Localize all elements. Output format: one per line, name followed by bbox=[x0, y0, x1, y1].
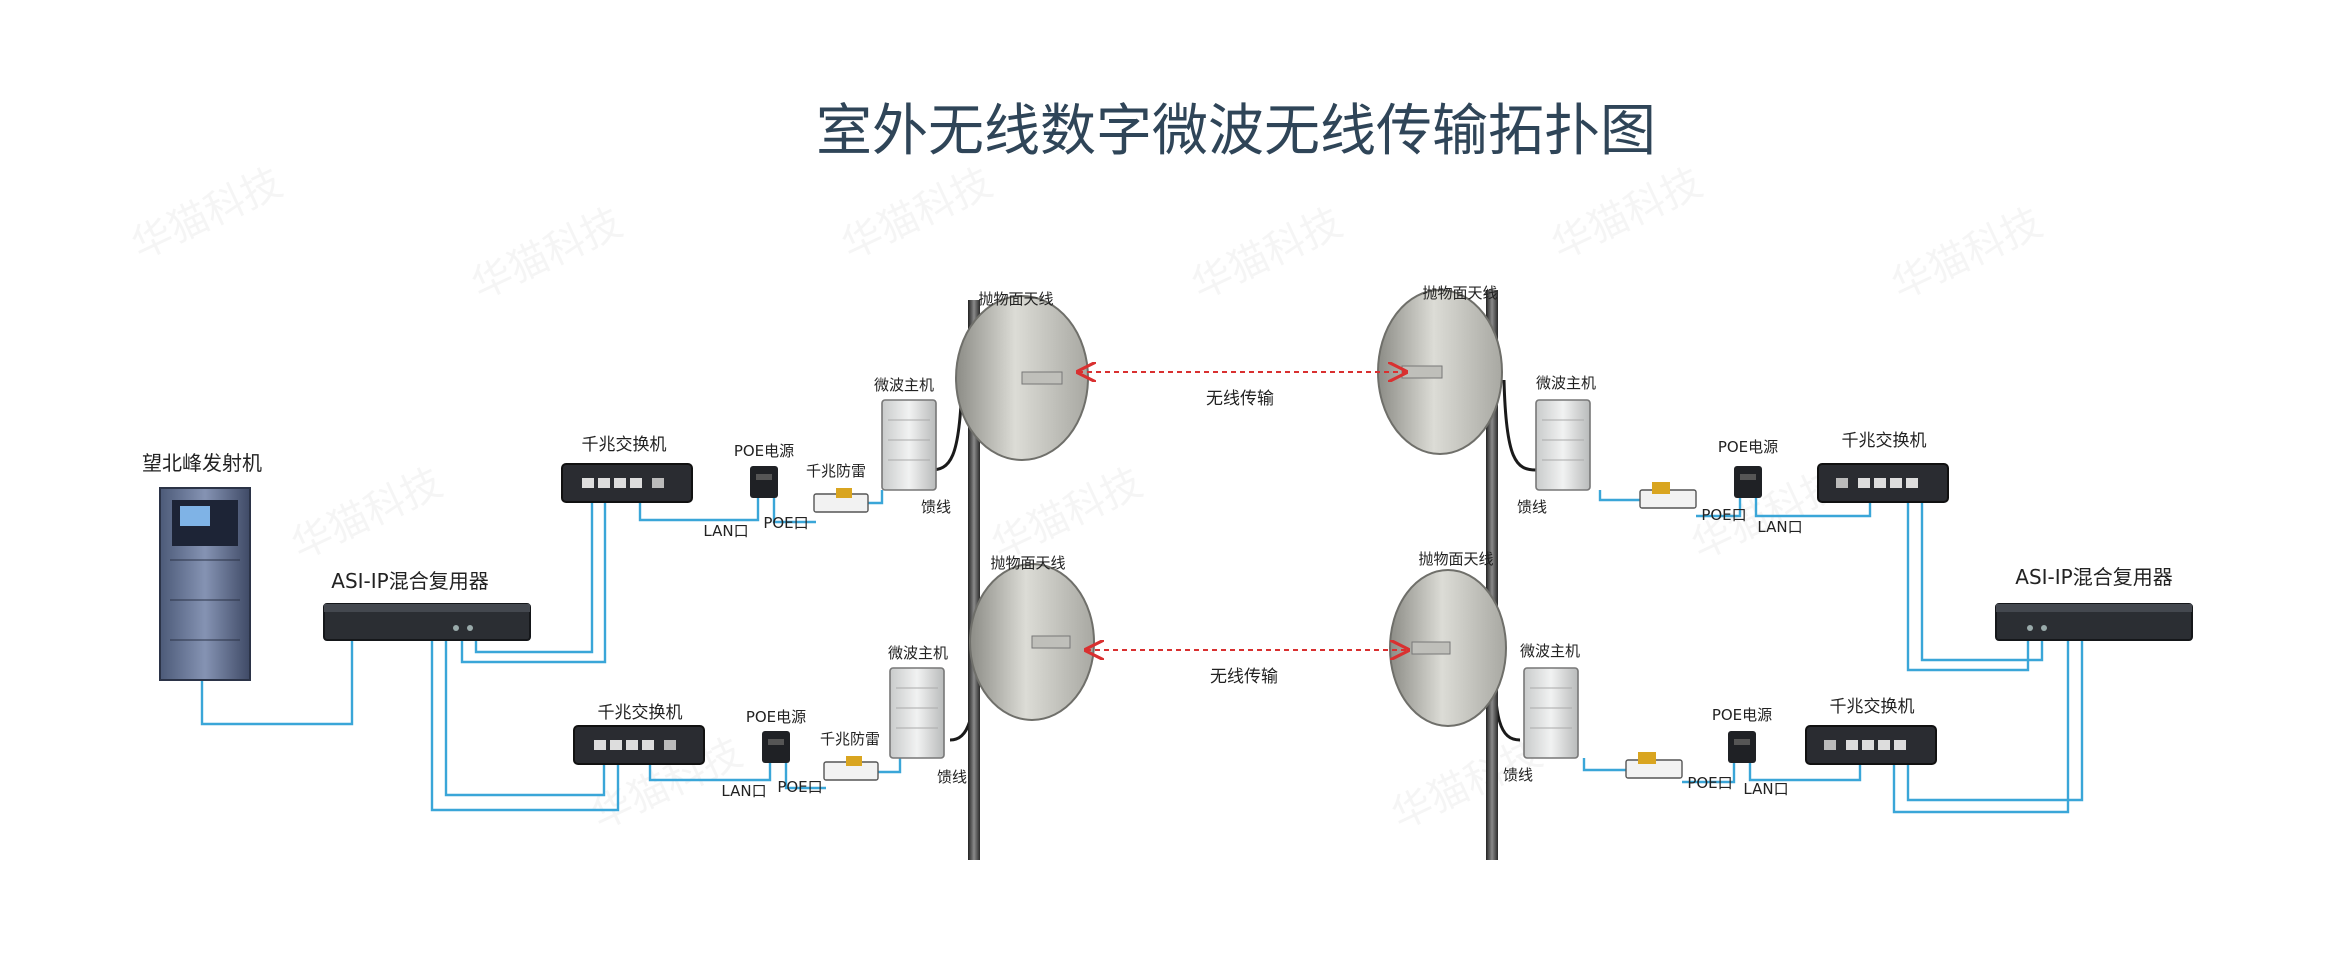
mux-right-label: ASI-IP混合复用器 bbox=[2015, 565, 2172, 589]
lan-port-br-label: LAN口 bbox=[1743, 780, 1788, 798]
poe-power-bl bbox=[762, 731, 790, 763]
poe-port-bl-label: POE口 bbox=[777, 778, 822, 796]
display-screen bbox=[180, 506, 210, 526]
poe-port-tr-label: POE口 bbox=[1701, 506, 1746, 524]
watermark-layer: 华猫科技 华猫科技 华猫科技 华猫科技 华猫科技 华猫科技 华猫科技 华猫科技 … bbox=[125, 160, 2049, 839]
cable-mux-switch-bottom bbox=[430, 640, 620, 812]
cable-mux-switch-top-r bbox=[1906, 502, 2030, 672]
switch-top-left-label: 千兆交换机 bbox=[582, 435, 667, 455]
cable-switch-poe-tr bbox=[1754, 498, 1872, 518]
mux-left-device bbox=[323, 603, 531, 641]
cable-mux-switch-top-2 bbox=[474, 502, 594, 654]
poe-power-tr-label: POE电源 bbox=[1718, 438, 1778, 456]
watermark-text: 华猫科技 bbox=[1885, 200, 2049, 309]
feeder-tl-label: 馈线 bbox=[921, 498, 951, 516]
dish-top-right-label: 抛物面天线 bbox=[1422, 284, 1497, 302]
switch-top-right bbox=[1817, 463, 1949, 503]
transmitter-cabinet bbox=[159, 487, 251, 681]
microwave-host-tl-label: 微波主机 bbox=[874, 376, 934, 394]
watermark-text: 华猫科技 bbox=[835, 160, 999, 269]
poe-port-br-label: POE口 bbox=[1687, 774, 1732, 792]
switch-top-right-label: 千兆交换机 bbox=[1842, 431, 1927, 451]
cable-mux-switch-bottom-r2 bbox=[1906, 640, 2084, 802]
surge-bl-label: 千兆防雷 bbox=[820, 730, 880, 748]
cable-surge-host-br bbox=[1582, 758, 1626, 772]
microwave-host-br bbox=[1523, 667, 1579, 759]
poe-power-tr bbox=[1734, 466, 1762, 498]
poe-power-tl-label: POE电源 bbox=[734, 442, 794, 460]
cable-switch-poe-br bbox=[1748, 763, 1862, 782]
switch-bottom-left bbox=[573, 725, 705, 765]
switch-bottom-right bbox=[1805, 725, 1937, 765]
cable-poe-surge-tr bbox=[1696, 498, 1742, 518]
cable-poe-surge-bl bbox=[784, 763, 826, 790]
dish-bottom-right bbox=[1389, 569, 1507, 727]
transmitter-label: 望北峰发射机 bbox=[142, 451, 262, 475]
surge-protector-tr bbox=[1639, 482, 1697, 509]
switch-top-left bbox=[561, 463, 693, 503]
feeder-cable-tr bbox=[1502, 379, 1537, 472]
cable-poe-surge-br bbox=[1682, 763, 1736, 784]
poe-port-tl-label: POE口 bbox=[763, 514, 808, 532]
lan-port-tl-label: LAN口 bbox=[703, 522, 748, 540]
dish-bottom-left-label: 抛物面天线 bbox=[990, 554, 1065, 572]
mux-right-device bbox=[1995, 603, 2193, 641]
watermark-text: 华猫科技 bbox=[1185, 200, 1349, 309]
wireless-top-label: 无线传输 bbox=[1206, 389, 1274, 409]
pole-right bbox=[1486, 290, 1498, 860]
lan-port-bl-label: LAN口 bbox=[721, 782, 766, 800]
dish-top-left bbox=[955, 295, 1089, 461]
cable-poe-surge-tl bbox=[772, 498, 816, 524]
microwave-host-br-label: 微波主机 bbox=[1520, 642, 1580, 660]
watermark-text: 华猫科技 bbox=[985, 460, 1149, 569]
surge-protector-br bbox=[1625, 752, 1683, 779]
dish-bottom-left bbox=[969, 563, 1095, 721]
watermark-text: 华猫科技 bbox=[125, 160, 289, 269]
pole-left bbox=[968, 300, 980, 860]
surge-tl-label: 千兆防雷 bbox=[806, 462, 866, 480]
microwave-host-bl bbox=[889, 667, 945, 759]
microwave-host-tr-label: 微波主机 bbox=[1536, 374, 1596, 392]
dish-top-left-label: 抛物面天线 bbox=[978, 290, 1053, 308]
surge-protector-bl bbox=[823, 756, 879, 781]
cable-switch-poe-bl bbox=[648, 763, 772, 782]
cable-surge-host-tl bbox=[868, 490, 884, 505]
microwave-host-tr bbox=[1535, 399, 1591, 491]
switch-bottom-right-label: 千兆交换机 bbox=[1830, 697, 1915, 717]
cable-mux-switch-bottom-r bbox=[1892, 640, 2070, 814]
microwave-host-tl bbox=[881, 399, 937, 491]
poe-power-br bbox=[1728, 731, 1756, 763]
cable-mux-switch-top-r2 bbox=[1920, 502, 2044, 662]
switch-bottom-left-label: 千兆交换机 bbox=[598, 703, 683, 723]
dish-bottom-right-label: 抛物面天线 bbox=[1418, 550, 1493, 568]
cable-mux-switch-top bbox=[460, 502, 607, 664]
poe-power-tl bbox=[750, 466, 778, 498]
cable-surge-host-tr bbox=[1598, 490, 1640, 502]
wireless-bottom-label: 无线传输 bbox=[1210, 667, 1278, 687]
watermark-text: 华猫科技 bbox=[285, 460, 449, 569]
surge-protector-tl bbox=[813, 488, 869, 513]
cable-transmitter-mux bbox=[200, 640, 354, 726]
microwave-host-bl-label: 微波主机 bbox=[888, 644, 948, 662]
dish-top-right bbox=[1377, 289, 1503, 455]
cable-surge-host-bl bbox=[878, 758, 902, 774]
poe-power-br-label: POE电源 bbox=[1712, 706, 1772, 724]
lan-port-tr-label: LAN口 bbox=[1757, 518, 1802, 536]
feeder-tr-label: 馈线 bbox=[1517, 498, 1547, 516]
mux-left-label: ASI-IP混合复用器 bbox=[331, 569, 488, 593]
poe-power-bl-label: POE电源 bbox=[746, 708, 806, 726]
feeder-bl-label: 馈线 bbox=[937, 768, 967, 786]
watermark-text: 华猫科技 bbox=[1545, 160, 1709, 269]
diagram-title: 室外无线数字微波无线传输拓扑图 bbox=[816, 99, 1656, 164]
cable-layer bbox=[200, 490, 2084, 814]
feeder-br-label: 馈线 bbox=[1503, 766, 1533, 784]
cable-switch-poe-tl bbox=[638, 498, 760, 522]
cable-mux-switch-bottom-2 bbox=[444, 640, 606, 797]
watermark-text: 华猫科技 bbox=[465, 200, 629, 309]
